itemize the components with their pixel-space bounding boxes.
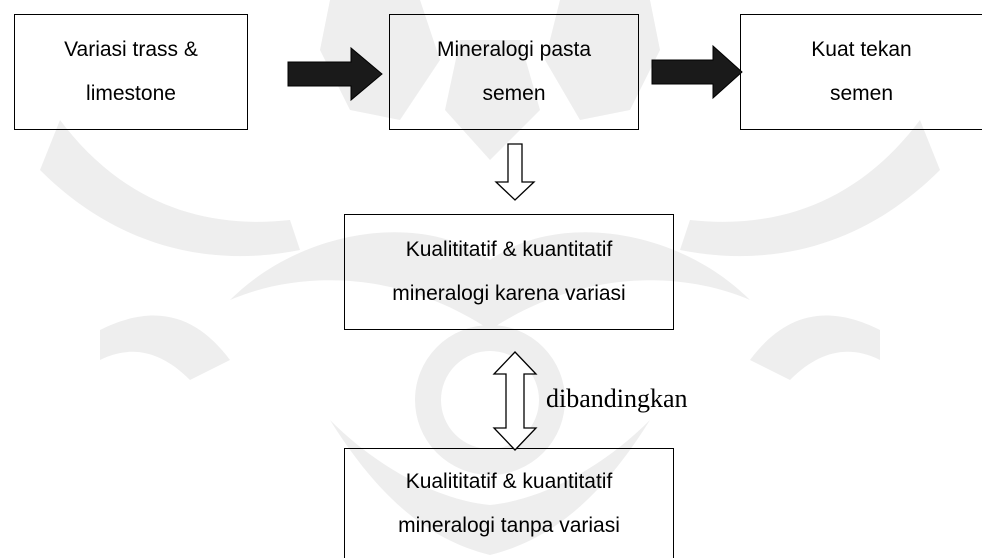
- box-kuat-tekan-line1: Kuat tekan: [811, 38, 912, 61]
- arrow-down-hollow: [494, 143, 536, 201]
- box-karena-variasi: Kualititatif & kuantitatif mineralogi ka…: [344, 214, 674, 330]
- box-mineralogi-pasta-line1: Mineralogi pasta: [436, 38, 592, 61]
- arrow-right-2: [651, 44, 743, 100]
- box-tanpa-variasi-line2: mineralogi tanpa variasi: [398, 513, 620, 537]
- box-kuat-tekan-line2: semen: [829, 82, 894, 105]
- box-karena-variasi-line2: mineralogi karena variasi: [392, 282, 626, 305]
- arrow-double-hollow: [492, 351, 538, 451]
- box-variasi-line2: limestone: [86, 82, 176, 105]
- box-variasi-line1: Variasi trass &: [64, 38, 198, 61]
- box-tanpa-variasi: Kualititatif & kuantitatif mineralogi ta…: [344, 448, 674, 558]
- arrow-right-1: [287, 46, 383, 102]
- box-mineralogi-pasta-line2: semen: [482, 82, 546, 105]
- box-karena-variasi-line1: Kualititatif & kuantitatif: [405, 238, 613, 261]
- box-variasi: Variasi trass & limestone: [14, 14, 248, 130]
- box-mineralogi-pasta: Mineralogi pasta semen: [389, 14, 639, 130]
- box-tanpa-variasi-line1: Kualititatif & kuantitatif: [405, 469, 613, 493]
- compare-label: dibandingkan: [546, 384, 688, 413]
